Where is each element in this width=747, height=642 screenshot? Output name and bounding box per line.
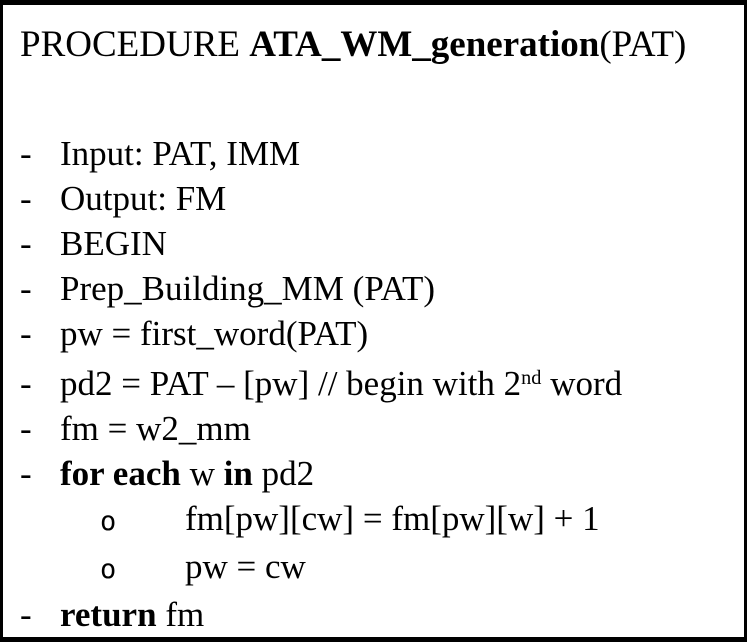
text-segment: PROCEDURE xyxy=(20,24,250,65)
code-line: -pw = first_word(PAT) xyxy=(20,311,740,356)
text-segment: Prep_Building_MM (PAT) xyxy=(60,269,436,308)
text-segment: fm = w2_mm xyxy=(60,409,251,449)
code-line: -return fm xyxy=(20,592,740,637)
text-segment: BEGIN xyxy=(60,224,167,263)
text-segment: Input: PAT, IMM xyxy=(60,134,301,173)
text-segment: fm[pw][cw] = fm[pw][w] + 1 xyxy=(185,499,600,539)
text-segment: Output: FM xyxy=(60,179,227,218)
procedure-title: PROCEDURE ATA_WM_generation(PAT) xyxy=(20,20,740,70)
text-segment: pd2 = PAT – [pw] // begin with 2 xyxy=(60,364,522,404)
bullet-circle: o xyxy=(100,506,117,538)
bullet-dash: - xyxy=(20,269,32,308)
text-segment: (PAT) xyxy=(599,24,687,65)
code-line: -pd2 = PAT – [pw] // begin with 2nd word xyxy=(20,356,740,406)
code-lines: -Input: PAT, IMM-Output: FM-BEGIN-Prep_B… xyxy=(20,131,740,637)
code-line-text: pw = first_word(PAT) xyxy=(60,311,368,356)
bullet-dash: - xyxy=(20,409,32,449)
code-line-text: fm = w2_mm xyxy=(60,406,251,451)
text-segment: in xyxy=(223,454,253,494)
code-line-text: for each w in pd2 xyxy=(60,451,314,496)
code-line: -Prep_Building_MM (PAT) xyxy=(20,266,740,311)
code-line: -BEGIN xyxy=(20,221,740,266)
bullet-dash: - xyxy=(20,364,32,404)
code-line-text: return fm xyxy=(60,592,204,637)
text-segment: fm xyxy=(156,595,205,635)
code-line: -fm = w2_mm xyxy=(20,406,740,451)
code-line: -Output: FM xyxy=(20,176,740,221)
bullet-dash: - xyxy=(20,595,32,635)
bullet-circle: o xyxy=(100,554,117,586)
code-line-text: pw = cw xyxy=(185,544,306,589)
code-line-text: Prep_Building_MM (PAT) xyxy=(60,266,435,311)
bullet-dash: - xyxy=(20,224,32,263)
bullet-dash: - xyxy=(20,179,32,218)
text-segment: nd xyxy=(521,367,542,389)
code-line-text: Output: FM xyxy=(60,176,226,221)
code-line: o pw = cw xyxy=(100,544,740,592)
code-line: -Input: PAT, IMM xyxy=(20,131,740,176)
code-line-text: fm[pw][cw] = fm[pw][w] + 1 xyxy=(185,496,600,541)
text-segment: pd2 xyxy=(252,454,315,494)
code-line: o fm[pw][cw] = fm[pw][w] + 1 xyxy=(100,496,740,544)
text-segment: w xyxy=(180,454,224,494)
bullet-dash: - xyxy=(20,134,32,173)
code-line: -for each w in pd2 xyxy=(20,451,740,496)
bullet-dash: - xyxy=(20,454,32,494)
text-segment: ATA_WM_generation xyxy=(249,24,600,65)
code-line-text: Input: PAT, IMM xyxy=(60,131,300,176)
text-segment: for each xyxy=(60,454,181,494)
code-line-text: BEGIN xyxy=(60,221,167,266)
text-segment: word xyxy=(541,364,623,404)
text-segment: pw = first_word(PAT) xyxy=(60,314,369,353)
text-segment: return xyxy=(60,595,157,635)
bullet-dash: - xyxy=(20,314,32,353)
code-line-text: pd2 = PAT – [pw] // begin with 2nd word xyxy=(60,356,622,406)
text-segment: pw = cw xyxy=(185,547,306,587)
